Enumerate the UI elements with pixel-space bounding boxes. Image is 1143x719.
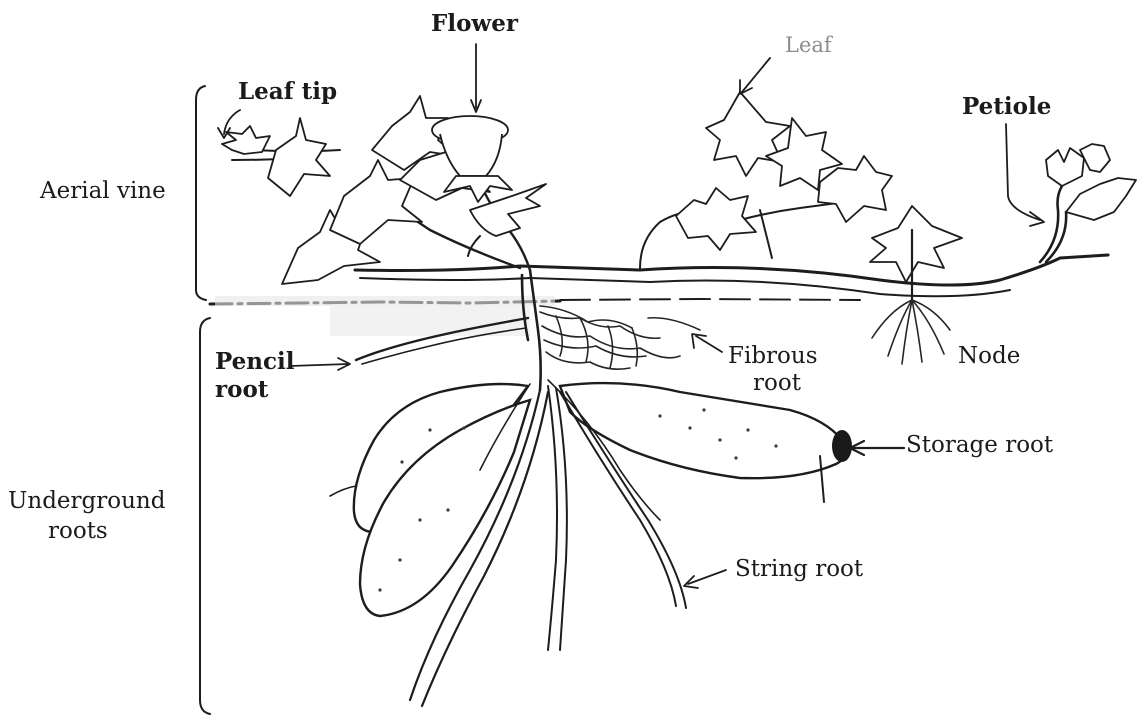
petiole-leader (1006, 124, 1040, 220)
pencil-root-label-line1: Pencil (215, 350, 295, 373)
underground-roots-bracket (200, 318, 210, 714)
fibrous-root-label-line2: root (753, 372, 801, 395)
aerial-vine-label: Aerial vine (40, 180, 166, 203)
fibrous-root-label-line1: Fibrous (728, 345, 818, 368)
underground-roots-label-line2: roots (48, 520, 108, 543)
leaf-cluster-middle (676, 92, 892, 250)
fibrous-root-leader (696, 336, 722, 352)
aerial-vine-bracket (196, 86, 206, 300)
underground-roots-label-line1: Underground (8, 490, 165, 513)
flower-label: Flower (431, 12, 518, 35)
storage-root-label: Storage root (906, 434, 1053, 457)
leaf-leader (742, 58, 770, 92)
petiole-label: Petiole (962, 95, 1051, 118)
flower-drawing (432, 116, 546, 256)
leaf-label: Leaf (785, 35, 832, 56)
leaf-tip-label: Leaf tip (238, 80, 337, 103)
fibrous-roots (540, 306, 700, 369)
pencil-root-leader (290, 364, 348, 366)
petiole-leaves (1046, 144, 1136, 220)
leaf-tip-leader (224, 110, 240, 134)
node-label: Node (958, 345, 1020, 368)
string-root-label: String root (735, 558, 863, 581)
pencil-root-label-line2: root (215, 378, 268, 401)
